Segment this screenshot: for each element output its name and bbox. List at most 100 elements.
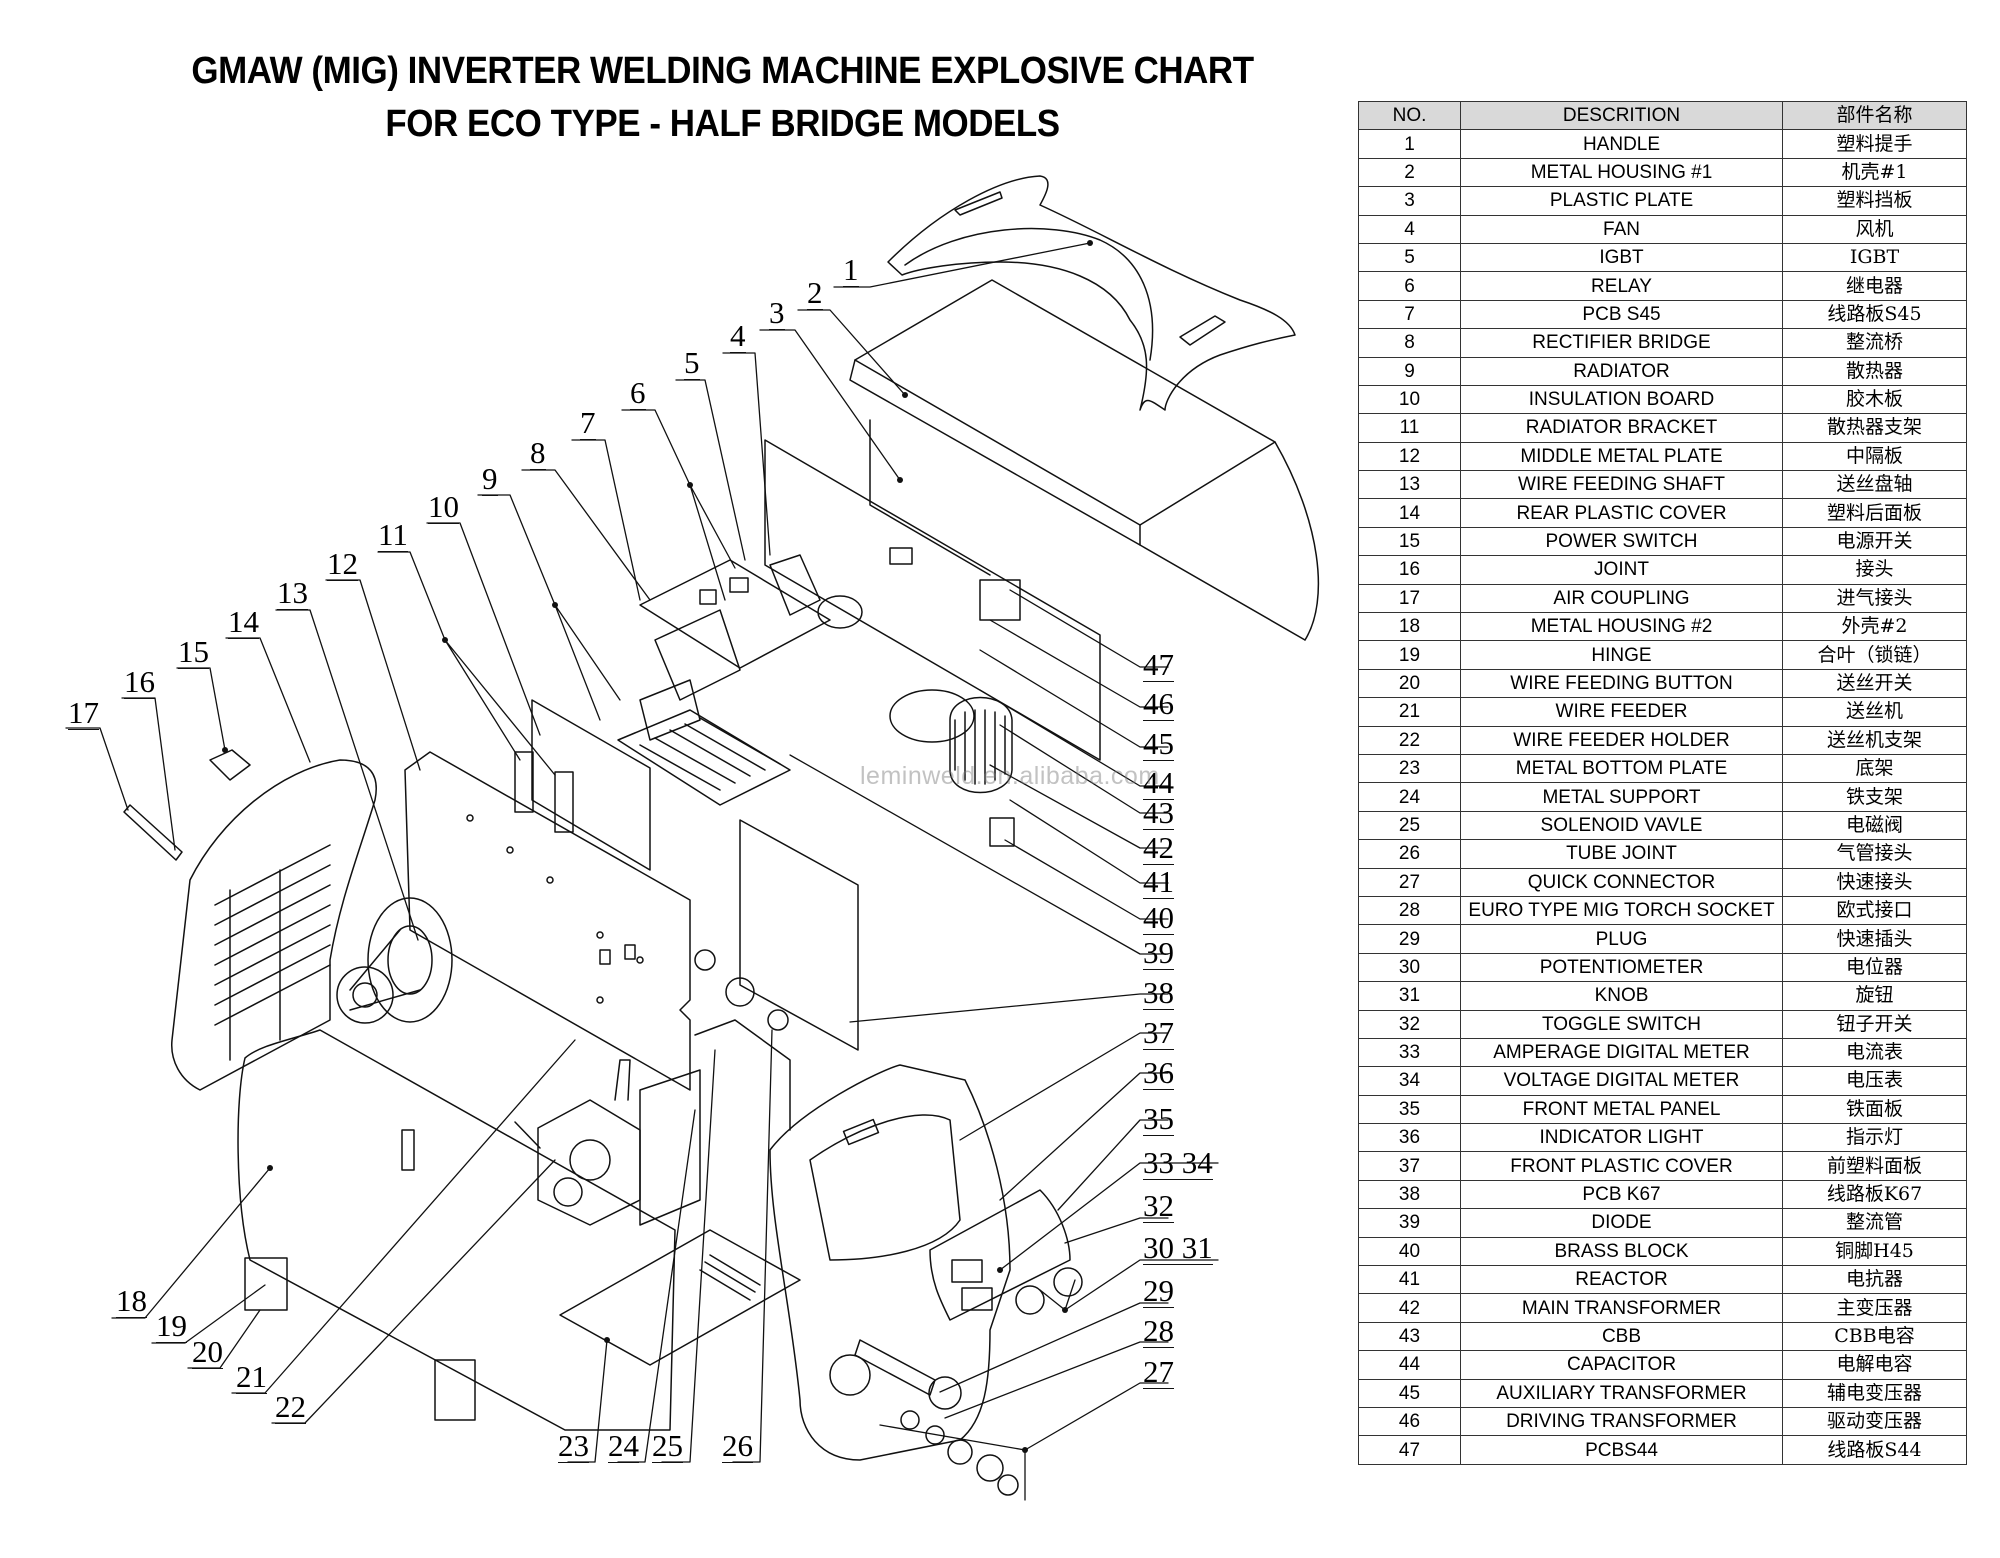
cell-no: 42 — [1358, 1293, 1461, 1323]
cell-chinese-name: 合叶（锁链） — [1782, 640, 1967, 670]
rear-plastic-cover-part — [171, 759, 377, 1091]
callout-39: 39 — [1143, 935, 1174, 970]
header-description: DESCRITION — [1460, 100, 1783, 131]
front-metal-panel-part — [929, 1189, 1071, 1321]
callout-47: 47 — [1143, 647, 1174, 682]
radiator-part — [617, 709, 791, 806]
cell-description: METAL SUPPORT — [1460, 782, 1783, 812]
leader-dots — [222, 240, 1093, 1453]
middle-metal-plate-part — [404, 751, 691, 1091]
knob-part — [1015, 1267, 1083, 1315]
cell-description: WIRE FEEDING BUTTON — [1460, 668, 1783, 699]
cell-no: 16 — [1358, 555, 1461, 585]
cell-no: 22 — [1358, 725, 1461, 755]
cell-no: 47 — [1358, 1435, 1461, 1465]
cell-chinese-name: 线路板K67 — [1782, 1179, 1967, 1210]
cell-description: DRIVING TRANSFORMER — [1460, 1406, 1783, 1437]
metal-housing-1-part — [849, 279, 1320, 641]
cell-description: PCB K67 — [1460, 1179, 1783, 1210]
insulation-board-part — [531, 699, 651, 871]
callout-13: 13 — [277, 575, 308, 610]
callout-36: 36 — [1143, 1055, 1174, 1090]
cell-chinese-name: 散热器支架 — [1782, 413, 1967, 443]
cell-no: 46 — [1358, 1406, 1461, 1437]
cell-no: 31 — [1358, 981, 1461, 1011]
power-switch-part — [209, 749, 251, 781]
callout-29: 29 — [1143, 1273, 1174, 1308]
cell-chinese-name: 旋钮 — [1782, 981, 1967, 1011]
exploded-view-diagram: 1 2 3 4 5 6 7 8 9 10 11 12 13 14 15 16 1… — [65, 175, 1320, 1501]
cell-no: 39 — [1358, 1208, 1461, 1238]
cell-chinese-name: 机壳#1 — [1782, 157, 1967, 188]
callout-45: 45 — [1143, 726, 1174, 761]
leader-lines — [65, 242, 1219, 1501]
cell-chinese-name: 电压表 — [1782, 1066, 1967, 1096]
callout-43: 43 — [1143, 795, 1174, 830]
cell-description: WIRE FEEDER — [1460, 697, 1783, 727]
cell-description: FRONT METAL PANEL — [1460, 1094, 1783, 1125]
cell-no: 13 — [1358, 470, 1461, 500]
cell-description: QUICK CONNECTOR — [1460, 867, 1783, 897]
callout-14: 14 — [228, 604, 259, 639]
callout-3: 3 — [769, 295, 785, 330]
cell-no: 18 — [1358, 612, 1461, 642]
callout-37: 37 — [1143, 1015, 1174, 1050]
callout-30-31: 30 31 — [1143, 1230, 1213, 1265]
cell-chinese-name: 整流管 — [1782, 1208, 1967, 1238]
cell-description: WIRE FEEDER HOLDER — [1460, 725, 1783, 755]
cell-description: TOGGLE SWITCH — [1460, 1009, 1783, 1039]
cell-chinese-name: 继电器 — [1782, 271, 1967, 301]
cell-chinese-name: CBB电容 — [1782, 1321, 1967, 1352]
cell-description: PLUG — [1460, 924, 1783, 954]
cell-chinese-name: 电位器 — [1782, 952, 1967, 983]
callout-35: 35 — [1143, 1101, 1174, 1136]
cell-description: POWER SWITCH — [1460, 526, 1783, 557]
cell-no: 28 — [1358, 895, 1461, 926]
cell-chinese-name: 电磁阀 — [1782, 810, 1967, 841]
cell-description: DIODE — [1460, 1208, 1783, 1238]
callout-40: 40 — [1143, 900, 1174, 935]
cell-description: TUBE JOINT — [1460, 839, 1783, 869]
cell-chinese-name: 塑料挡板 — [1782, 186, 1967, 216]
cell-no: 5 — [1358, 242, 1461, 273]
callout-41: 41 — [1143, 864, 1174, 899]
cell-chinese-name: 胶木板 — [1782, 384, 1967, 415]
cell-chinese-name: 快速插头 — [1782, 924, 1967, 954]
cell-no: 1 — [1358, 129, 1461, 159]
callout-1: 1 — [843, 252, 859, 287]
cell-no: 11 — [1358, 413, 1461, 443]
plastic-plate-part — [869, 419, 991, 576]
pcb-s45-assembly-part — [639, 554, 831, 741]
cell-description: METAL HOUSING #1 — [1460, 157, 1783, 188]
cell-description: INSULATION BOARD — [1460, 384, 1783, 415]
callout-25: 25 — [652, 1428, 683, 1463]
callout-12: 12 — [327, 546, 358, 581]
callout-2: 2 — [807, 275, 823, 310]
cell-description: KNOB — [1460, 981, 1783, 1011]
cell-no: 36 — [1358, 1123, 1461, 1153]
cell-chinese-name: 气管接头 — [1782, 839, 1967, 869]
cell-chinese-name: 指示灯 — [1782, 1123, 1967, 1153]
cell-description: PLASTIC PLATE — [1460, 186, 1783, 216]
cell-chinese-name: 风机 — [1782, 214, 1967, 244]
callout-5: 5 — [684, 345, 700, 380]
cell-no: 12 — [1358, 441, 1461, 472]
cell-description: METAL HOUSING #2 — [1460, 612, 1783, 642]
callout-22: 22 — [275, 1389, 306, 1424]
euro-socket-part — [829, 1339, 1019, 1496]
cell-description: EURO TYPE MIG TORCH SOCKET — [1460, 895, 1783, 926]
